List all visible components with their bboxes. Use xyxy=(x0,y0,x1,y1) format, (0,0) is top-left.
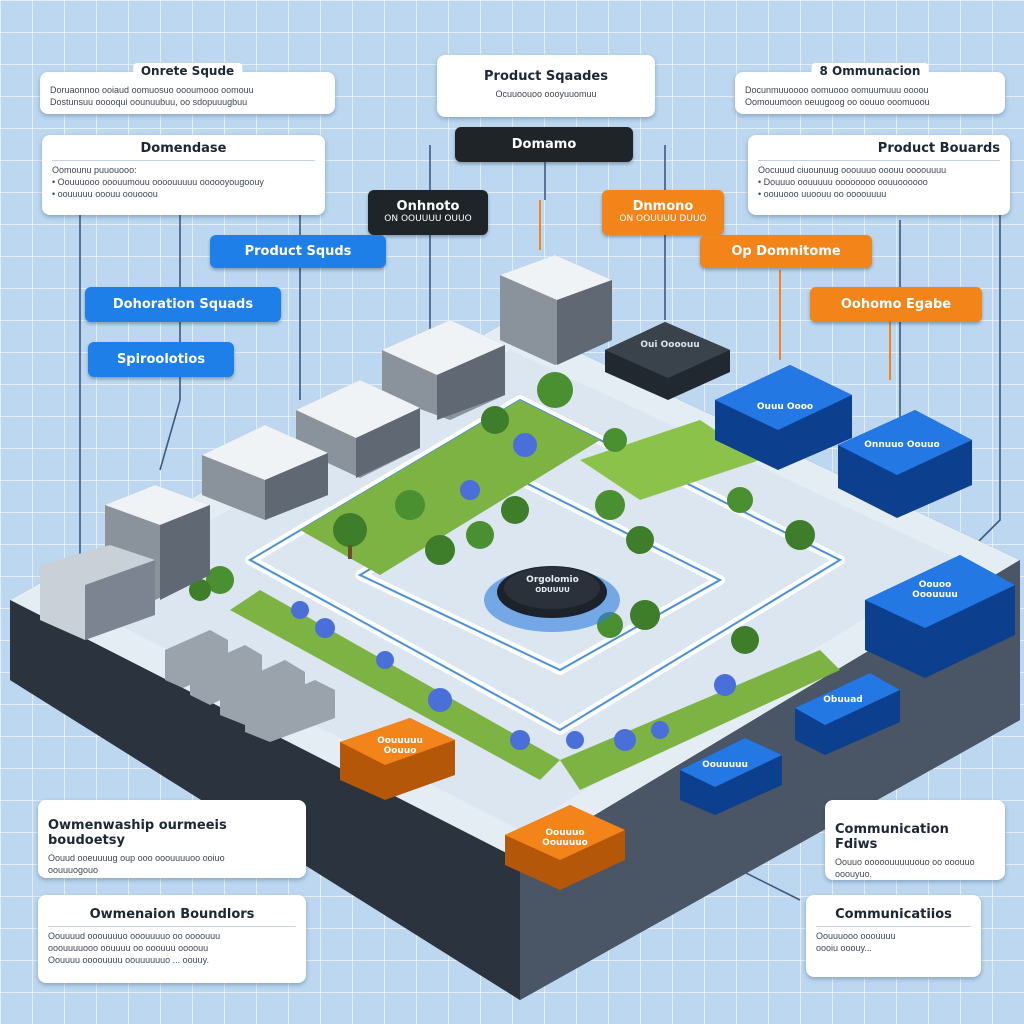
pill-domaino: Domamo xyxy=(455,127,633,162)
card-bottom-left-1-line-1: Oouud ooeuuuug oup ooo ooouuuuoo ooiuo xyxy=(48,853,225,863)
card-bottom-right-2-line-2: oooiu ooouy... xyxy=(816,943,872,953)
card-left-mid-line-1: Oomounu puuouooo: xyxy=(52,165,137,175)
dark-block xyxy=(605,322,730,400)
card-bottom-left-1-line-2: oouuuogouo xyxy=(48,865,99,875)
card-top-right-title: 8 Ommunacion xyxy=(811,63,929,79)
card-left-mid-line-2: • Oouuuooo ooouumouu oooouuuuu oooooyoug… xyxy=(52,177,264,187)
blue-stack-3-label: Oouoo Ooouuuu xyxy=(912,580,958,600)
blue-stacks xyxy=(680,365,1015,815)
card-top-left-line-2: Dostunsuu ooooqui oounuubuu, oo sdopuuug… xyxy=(50,97,248,107)
blue-stack-4-label: Obuuad xyxy=(823,695,863,705)
card-top-right-line-2: Oomouumoon oeuugoog oo oouuo ooomuoou xyxy=(745,97,930,107)
card-top-center-line-1: Ocuuoouoo oooyuuomuu xyxy=(495,89,597,99)
pill-product-squads-label: Product Squds xyxy=(244,244,352,259)
card-top-left: Onrete Squde Doruaonnoo ooiaud oomuosuo … xyxy=(40,63,335,114)
orange-stack-2-label: Oouuuo Oouuuuo xyxy=(542,828,588,848)
blue-stack-1-label: Ouuu Oooo xyxy=(756,402,814,412)
central-hub xyxy=(484,566,620,632)
pill-spiroolotios-label: Spiroolotios xyxy=(116,352,206,367)
pill-ohonno-egabe: Oohomo Egabe xyxy=(810,287,982,322)
card-top-left-title: Onrete Squde xyxy=(132,63,243,79)
card-bottom-left-2-line-3: Oouuuu oooouuuu oouuuuuuo ... oouuy. xyxy=(48,955,209,965)
card-right-mid: Product Bouards Oocuuud ciuounuug ooouuu… xyxy=(748,135,1010,215)
pill-onhnoto-label: Onhnoto xyxy=(396,198,460,214)
card-bottom-left-2-line-1: Oouuuud ooouuuuo ooouuuuo oo oooouuu xyxy=(48,931,221,941)
pill-onhnoto: Onhnoto ON OOUUUU OUUO xyxy=(368,190,488,235)
orange-stacks xyxy=(340,718,625,890)
trees xyxy=(189,372,815,654)
buildings xyxy=(40,255,612,742)
card-bottom-left-1: Owmenwaship ourmeeis boudoetsy Oouud ooe… xyxy=(38,800,306,878)
card-left-mid-title: Domendase xyxy=(140,141,227,156)
card-bottom-right-2-title: Communicatiios xyxy=(835,907,952,922)
pill-product-squads: Product Squds xyxy=(210,235,386,268)
card-bottom-right-2: Communicatiios Oouuuooo ooouuuu oooiu oo… xyxy=(806,895,981,977)
pill-dohoration-squads-label: Dohoration Squads xyxy=(112,297,254,312)
dark-block-label: Oui Oooouu xyxy=(640,340,700,350)
card-top-center: Product Sqaades Ocuuoouoo oooyuuomuu xyxy=(437,55,655,117)
blue-stack-2-label: Onnuuo Oouuo xyxy=(864,440,940,450)
card-right-mid-line-1: Oocuuud ciuounuug ooouuuo ooouu oooouuuu xyxy=(758,165,947,175)
pill-onhnoto-sub: ON OOUUUU OUUO xyxy=(384,213,472,224)
pill-ohonno-egabe-label: Oohomo Egabe xyxy=(840,297,952,312)
central-hub-title: Orgolomio xyxy=(526,575,579,585)
card-top-right-line-1: Docunmuuoooo oomuooo oomuumuuu oooou xyxy=(745,85,929,95)
card-right-mid-line-3: • oouuooo uuoouu oo oooouuuu xyxy=(758,189,887,199)
pill-domaino-label: Domamo xyxy=(511,137,577,152)
card-left-mid: Domendase Oomounu puuouooo: • Oouuuooo o… xyxy=(42,135,325,215)
blue-stack-5-label: Oouuuuu xyxy=(702,760,748,770)
card-top-right: 8 Ommunacion Docunmuuoooo oomuooo oomuum… xyxy=(735,63,1005,114)
card-bottom-left-2-line-2: ooouuuuooo oouuuu oo ooouuu oooouu xyxy=(48,943,209,953)
card-bottom-left-2: Owmenaion Boundlors Oouuuud ooouuuuo ooo… xyxy=(38,895,306,983)
card-bottom-left-2-title: Owmenaion Boundlors xyxy=(89,907,255,922)
card-bottom-left-1-title: Owmenwaship ourmeeis boudoetsy xyxy=(48,818,227,848)
card-bottom-right-1-line-2: ooouyuo. xyxy=(835,869,873,879)
card-bottom-right-1-line-1: Oouuo ooooouuuuuouo oo ooouuo xyxy=(835,857,975,867)
pill-spiroolotios: Spiroolotios xyxy=(88,342,234,377)
pill-dohoration-squads: Dohoration Squads xyxy=(85,287,281,322)
card-top-left-line-1: Doruaonnoo ooiaud oomuosuo oooumooo oomo… xyxy=(50,85,254,95)
pill-domnone-orange-sub: ON OOUUUU DUUO xyxy=(619,213,707,224)
card-bottom-right-2-line-1: Oouuuooo ooouuuu xyxy=(816,931,896,941)
card-left-mid-line-3: • oouuuuu ooouu oouooou xyxy=(52,189,158,199)
pill-op-domnitome: Op Domnitome xyxy=(700,235,872,268)
card-right-mid-title: Product Bouards xyxy=(877,141,1000,156)
card-bottom-right-1: Communication Fdiws Oouuo ooooouuuuuouo … xyxy=(825,800,1005,880)
card-right-mid-line-2: • Douuuo oouuuuu oooooooo oouuoooooo xyxy=(758,177,928,187)
pill-domnone-orange-label: Dnmono xyxy=(632,198,694,214)
central-hub-label: Orgolomio ODUUUU xyxy=(505,575,600,595)
pill-op-domnitome-label: Op Domnitome xyxy=(731,244,841,259)
pill-domnone-orange: Dnmono ON OOUUUU DUUO xyxy=(602,190,724,235)
card-top-center-title: Product Sqaades xyxy=(484,69,608,84)
card-bottom-right-1-title: Communication Fdiws xyxy=(835,822,949,852)
orange-stack-1-label: Oouuuuu Oouuo xyxy=(377,736,423,756)
central-hub-subtitle: ODUUUU xyxy=(535,586,570,594)
